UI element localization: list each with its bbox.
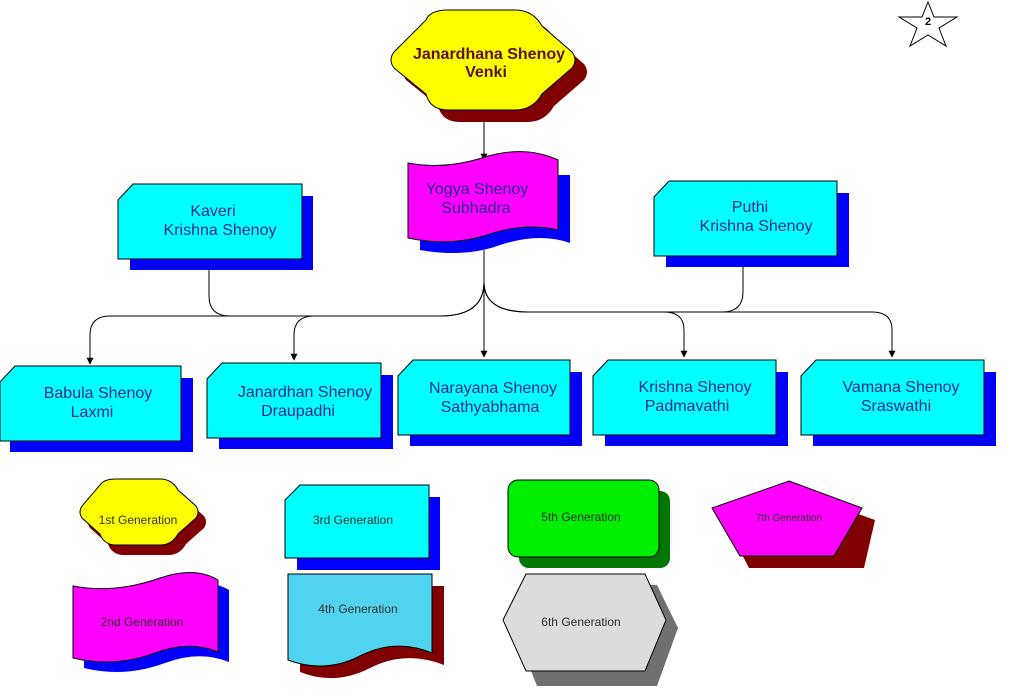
janardhan-shape xyxy=(206,362,382,439)
node-vamana: Vamana Shenoy Sraswathi xyxy=(800,359,996,446)
legend-gen3-shape xyxy=(284,484,430,559)
legend-gen2: 2nd Generation xyxy=(72,572,229,672)
legend-gen7: 7th Generation xyxy=(711,480,875,568)
node-narayana: Narayana Shenoy Sathyabhama xyxy=(397,359,582,446)
narayana-name: Narayana Shenoy xyxy=(429,380,557,397)
node-puthi: Puthi Krishna Shenoy xyxy=(653,180,849,267)
legend-gen1: 1st Generation xyxy=(79,478,206,555)
legend-gen2-label: 2nd Generation xyxy=(101,615,184,629)
legend-gen4: 4th Generation xyxy=(287,573,444,679)
legend-gen6: 6th Generation xyxy=(502,573,678,686)
second-shape xyxy=(407,151,559,243)
janardhan-name: Janardhan Shenoy xyxy=(238,384,372,401)
puthi-shape xyxy=(653,180,838,257)
root-shape xyxy=(390,9,576,111)
narayana-spouse: Sathyabhama xyxy=(441,399,540,416)
narayana-shape xyxy=(397,359,571,436)
kaveri-spouse: Krishna Shenoy xyxy=(164,222,277,239)
babula-shape xyxy=(0,365,182,442)
second-name: Yogya Shenoy xyxy=(426,181,529,198)
node-babula: Babula Shenoy Laxmi xyxy=(0,365,193,452)
babula-spouse: Laxmi xyxy=(71,404,114,421)
connector-to-janardhan xyxy=(290,281,485,361)
legend-gen1-shape xyxy=(79,478,199,546)
node-second: Yogya Shenoy Subhadra xyxy=(407,151,570,254)
puthi-spouse: Krishna Shenoy xyxy=(700,218,813,235)
legend-gen6-shape xyxy=(502,573,667,672)
legend-gen4-label: 4th Generation xyxy=(318,602,397,616)
legend: 1st Generation 2nd Generation 3rd Genera… xyxy=(72,478,875,686)
legend-gen7-label: 7th Generation xyxy=(756,513,822,524)
connector-to-babula xyxy=(86,281,485,365)
connector-to-puthi xyxy=(721,257,747,313)
vamana-spouse: Sraswathi xyxy=(861,398,931,415)
legend-gen3: 3rd Generation xyxy=(284,484,440,570)
page-number-star: 2 xyxy=(897,0,959,48)
legend-gen7-shape xyxy=(711,480,863,557)
krishna-shape xyxy=(592,359,777,436)
krishna-spouse: Padmavathi xyxy=(645,398,730,415)
krishna-name: Krishna Shenoy xyxy=(639,379,752,396)
node-kaveri: Kaveri Krishna Shenoy xyxy=(117,183,313,270)
node-janardhan: Janardhan Shenoy Draupadhi xyxy=(206,362,393,449)
connector-to-kaveri xyxy=(205,261,231,317)
connector-to-krishna xyxy=(483,281,688,358)
babula-name: Babula Shenoy xyxy=(44,385,153,402)
legend-gen2-shape xyxy=(72,572,219,663)
legend-gen5-label: 5th Generation xyxy=(541,510,620,524)
janardhan-spouse: Draupadhi xyxy=(261,403,335,420)
node-root: Janardhana Shenoy Venki xyxy=(390,9,587,122)
page-number: 2 xyxy=(925,16,931,28)
connector-to-vamana xyxy=(483,281,896,358)
puthi-name: Puthi xyxy=(732,199,768,216)
second-spouse: Subhadra xyxy=(441,200,510,217)
legend-gen5-shape xyxy=(507,479,660,558)
legend-gen5: 5th Generation xyxy=(507,479,670,568)
node-krishna: Krishna Shenoy Padmavathi xyxy=(592,359,788,446)
root-spouse: Venki xyxy=(465,64,507,81)
kaveri-shape xyxy=(117,183,303,260)
legend-gen6-label: 6th Generation xyxy=(541,615,620,629)
vamana-shape xyxy=(800,359,985,436)
legend-gen4-shape xyxy=(287,573,433,667)
vamana-name: Vamana Shenoy xyxy=(842,379,959,396)
legend-gen3-label: 3rd Generation xyxy=(313,513,393,527)
root-name: Janardhana Shenoy xyxy=(413,46,565,63)
legend-gen1-label: 1st Generation xyxy=(99,513,178,527)
kaveri-name: Kaveri xyxy=(190,203,235,220)
connectors xyxy=(86,118,896,365)
